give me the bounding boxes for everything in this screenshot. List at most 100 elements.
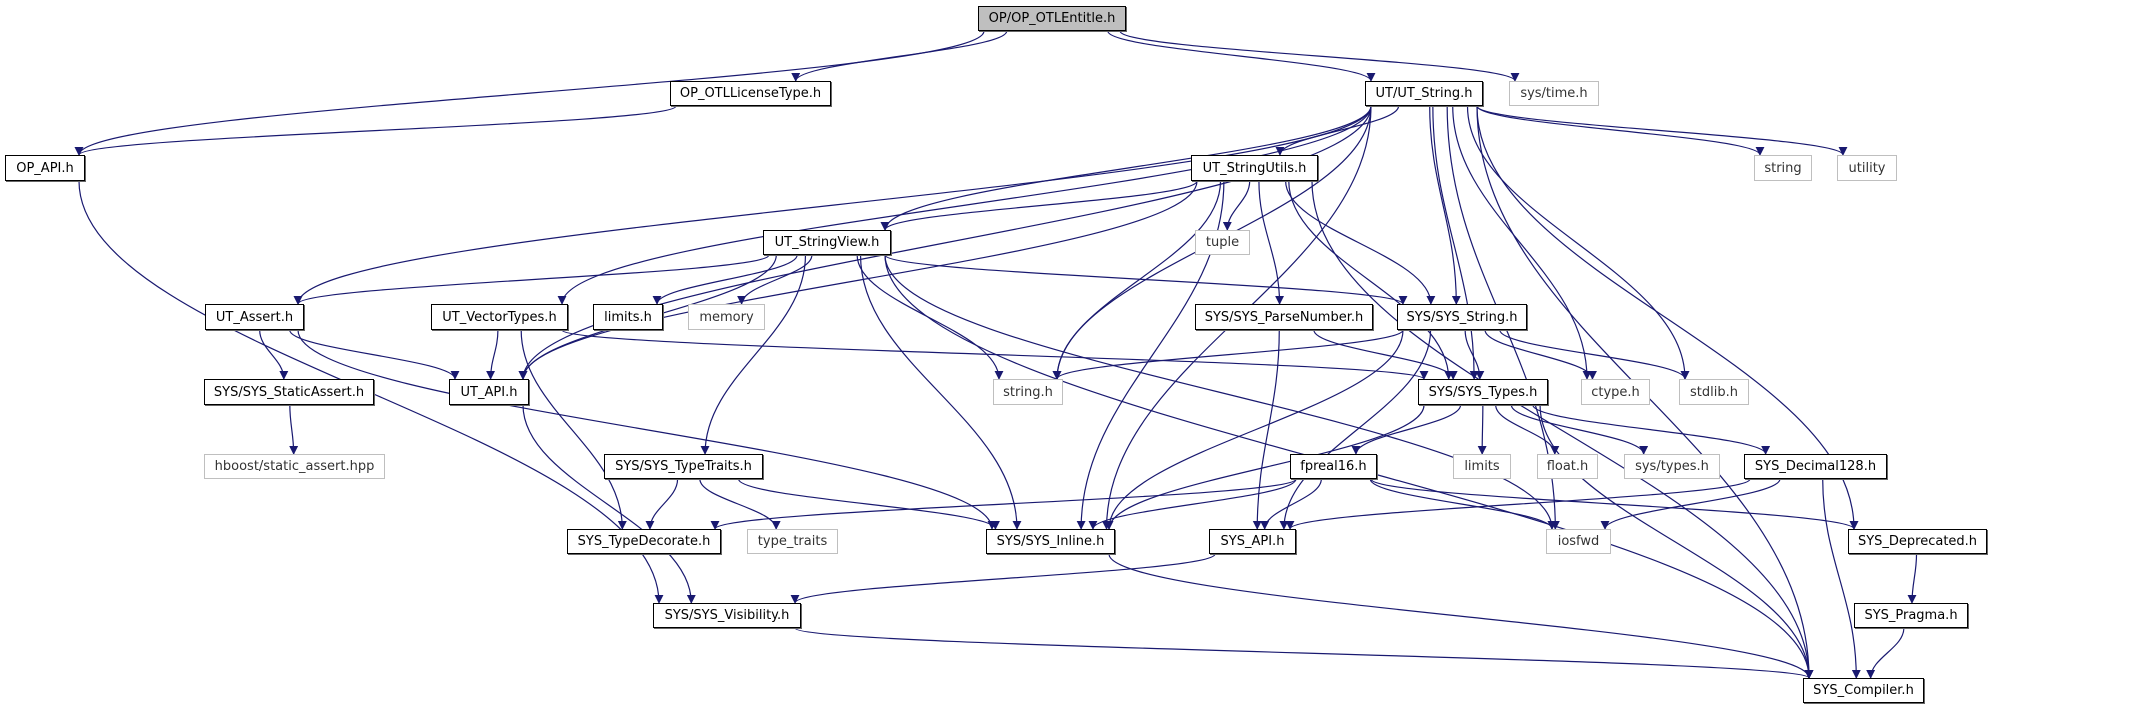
edge-stringview-to-inline [859,254,1022,530]
node-systypesh: sys/types.h [1624,454,1720,479]
edge-fpreal16-to-inline [1088,478,1297,530]
edge-sysstring-to-sysapi [1279,329,1432,530]
edge-fpreal16-to-sysapi [1260,478,1322,530]
node-fpreal16[interactable]: fpreal16.h [1290,454,1377,479]
edge-stringutils-to-parsenumber [1258,180,1285,305]
edge-decimal128-to-iosfwd [1600,478,1781,530]
node-utapi[interactable]: UT_API.h [449,379,529,405]
edge-utstring-to-string [1476,105,1765,156]
edge-utstring-to-systypes [1432,105,1479,380]
edge-systypes-to-decimal128 [1532,404,1771,455]
edge-sysstring-to-inline [1104,329,1404,530]
node-sysapi[interactable]: SYS_API.h [1209,529,1296,554]
edge-typetraits-to-inline [737,478,1000,530]
node-deprecated[interactable]: SYS_Deprecated.h [1848,529,1987,554]
edge-utstring-to-vectortypes [557,105,1372,305]
edge-utassert-to-staticassert [259,329,289,380]
node-systime: sys/time.h [1509,81,1599,106]
node-licensetype[interactable]: OP_OTLLicenseType.h [670,81,831,106]
node-compiler[interactable]: SYS_Compiler.h [1803,678,1924,703]
edge-systypes-to-systypesh [1510,404,1649,455]
node-sysstring[interactable]: SYS/SYS_String.h [1397,304,1527,330]
edge-entitle-to-systime [1119,30,1520,82]
node-tuple: tuple [1195,230,1250,255]
edge-stringview-to-iosfwd [884,254,1557,530]
edge-decimal128-to-sysapi [1285,478,1751,530]
edge-sysstring-to-systypes [1464,329,1485,380]
edge-utassert-to-utapi [289,329,460,380]
node-opapi[interactable]: OP_API.h [5,155,85,181]
edge-utstring-to-stringutils [1275,105,1400,156]
node-utassert[interactable]: UT_Assert.h [205,304,304,330]
edge-systypes-to-fpreal16 [1351,404,1462,455]
edge-utassert-to-inline [297,329,997,530]
node-visibility[interactable]: SYS/SYS_Visibility.h [653,603,801,628]
node-string: string [1754,155,1812,181]
edge-systypes-to-floath [1495,404,1560,455]
node-limitsh[interactable]: limits.h [593,304,663,330]
edge-sysstring-to-stdlib [1499,329,1690,380]
edge-stringutils-to-systypes [1288,180,1454,380]
edge-systypes-to-compiler [1539,404,1814,679]
node-decimal128[interactable]: SYS_Decimal128.h [1744,454,1887,479]
node-stringview[interactable]: UT_StringView.h [763,230,891,255]
edge-utstring-to-sysstring [1429,105,1461,305]
node-ctype: ctype.h [1581,379,1650,405]
edge-stringutils-to-stringview [880,180,1198,231]
edge-utstring-to-stringview [880,105,1372,231]
edge-stringutils-to-tuple [1222,180,1251,231]
edge-inline-to-compiler [1108,553,1814,679]
node-inline[interactable]: SYS/SYS_Inline.h [986,529,1115,554]
edge-utapi-to-visibility [522,404,696,604]
node-floath: float.h [1537,454,1598,479]
edge-deprecated-to-pragma [1907,553,1918,604]
edge-sysapi-to-visibility [790,553,1216,604]
edge-licensetype-to-opapi [74,105,677,156]
edge-stringutils-to-compiler [1311,180,1814,679]
edge-utstring-to-stdlib [1466,105,1690,380]
edge-stringview-to-utassert [293,254,770,305]
node-typedecorate[interactable]: SYS_TypeDecorate.h [567,529,721,554]
edge-fpreal16-to-deprecated [1370,478,1859,530]
edge-vectortypes-to-systypes [561,329,1429,380]
node-entitle[interactable]: OP/OP_OTLEntitle.h [978,6,1126,31]
edge-utstring-to-utapi [518,105,1372,380]
edge-typetraits-to-typedecorate [645,478,679,530]
edge-stringview-to-sysstring [884,254,1408,305]
node-systypes[interactable]: SYS/SYS_Types.h [1418,379,1548,405]
edge-parsenumber-to-sysapi [1252,329,1280,530]
edge-stringutils-to-utapi [518,180,1198,380]
edge-stringutils-to-sysstring [1285,180,1436,305]
edge-utstring-to-utility [1476,105,1848,156]
edge-entitle-to-opapi [74,30,985,156]
edge-entitle-to-utstring [1107,30,1376,82]
node-stringh: string.h [993,379,1063,405]
edge-staticassert-to-hboost [289,404,299,455]
edge-sysstring-to-stringh [1052,329,1404,380]
edge-vectortypes-to-utapi [486,329,499,380]
node-limits: limits [1453,454,1511,479]
edge-stringview-to-limitsh [652,254,798,305]
edge-pragma-to-compiler [1866,627,1905,679]
node-parsenumber[interactable]: SYS/SYS_ParseNumber.h [1195,304,1373,330]
node-stdlib: stdlib.h [1679,379,1749,405]
node-utstring[interactable]: UT/UT_String.h [1365,81,1483,106]
edge-utstring-to-ctype [1452,105,1592,380]
edge-vectortypes-to-typedecorate [520,329,627,530]
node-typetraits[interactable]: SYS/SYS_TypeTraits.h [604,454,763,479]
node-staticassert[interactable]: SYS/SYS_StaticAssert.h [204,379,374,405]
node-vectortypes[interactable]: UT_VectorTypes.h [431,304,568,330]
edge-decimal128-to-compiler [1822,478,1861,679]
edge-utstring-to-utassert [293,105,1372,305]
node-hboost: hboost/static_assert.hpp [204,454,385,479]
edge-stringview-to-memory [737,254,813,305]
edge-typetraits-to-type_traits [699,478,781,530]
node-stringutils[interactable]: UT_StringUtils.h [1191,155,1318,181]
edge-visibility-to-compiler [794,627,1814,679]
node-utility: utility [1837,155,1897,181]
edge-parsenumber-to-systypes [1313,329,1458,380]
edge-stringutils-to-stringh [1052,180,1222,380]
node-type_traits: type_traits [747,529,838,554]
node-pragma[interactable]: SYS_Pragma.h [1854,603,1968,628]
